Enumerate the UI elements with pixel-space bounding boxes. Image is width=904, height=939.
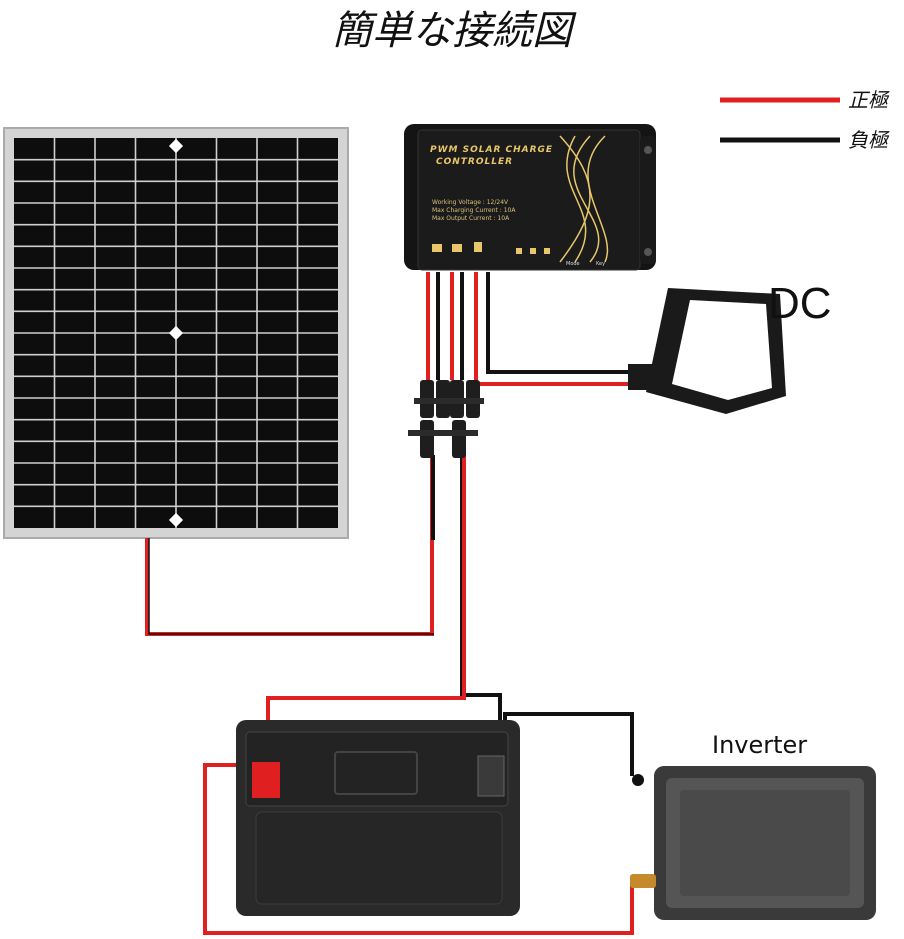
mc4-connector-icon xyxy=(408,380,484,458)
controller-key-label: Key xyxy=(596,261,605,267)
diagram-title: 簡単な接続図 xyxy=(332,8,577,54)
battery-positive-terminal xyxy=(252,762,280,798)
controller-mode-label: Mode xyxy=(566,261,580,267)
wire-load-negative xyxy=(486,272,640,374)
dc-label: DC xyxy=(768,279,832,328)
wire-inverter-positive xyxy=(203,763,634,935)
wire-inverter-negative xyxy=(503,712,634,776)
controller-spec-2: Max Output Current : 10A xyxy=(432,215,510,222)
dc-lamp-icon xyxy=(628,288,786,414)
battery-negative-terminal xyxy=(477,755,505,797)
wire-load-positive xyxy=(474,272,640,386)
inverter-positive-terminal xyxy=(630,874,656,888)
controller-spec-0: Working Voltage : 12/24V xyxy=(432,199,509,206)
inverter-negative-terminal xyxy=(632,774,644,786)
wire-panel-negative-outline xyxy=(148,538,434,635)
controller-spec-1: Max Charging Current : 10A xyxy=(432,207,516,214)
inverter-label: Inverter xyxy=(712,731,807,759)
charge-controller-icon: PWM SOLAR CHARGE CONTROLLER Working Volt… xyxy=(404,124,656,271)
solar-panel-icon xyxy=(3,127,349,539)
inverter-icon xyxy=(630,766,876,920)
battery-icon xyxy=(236,720,520,916)
legend-positive-label: 正極 xyxy=(848,88,890,112)
wire-battery-negative xyxy=(460,455,502,740)
legend: 正極 負極 xyxy=(720,88,890,152)
controller-title-line1: PWM SOLAR CHARGE xyxy=(430,145,553,155)
controller-title-line2: CONTROLLER xyxy=(436,157,513,167)
legend-negative-label: 負極 xyxy=(848,128,890,152)
